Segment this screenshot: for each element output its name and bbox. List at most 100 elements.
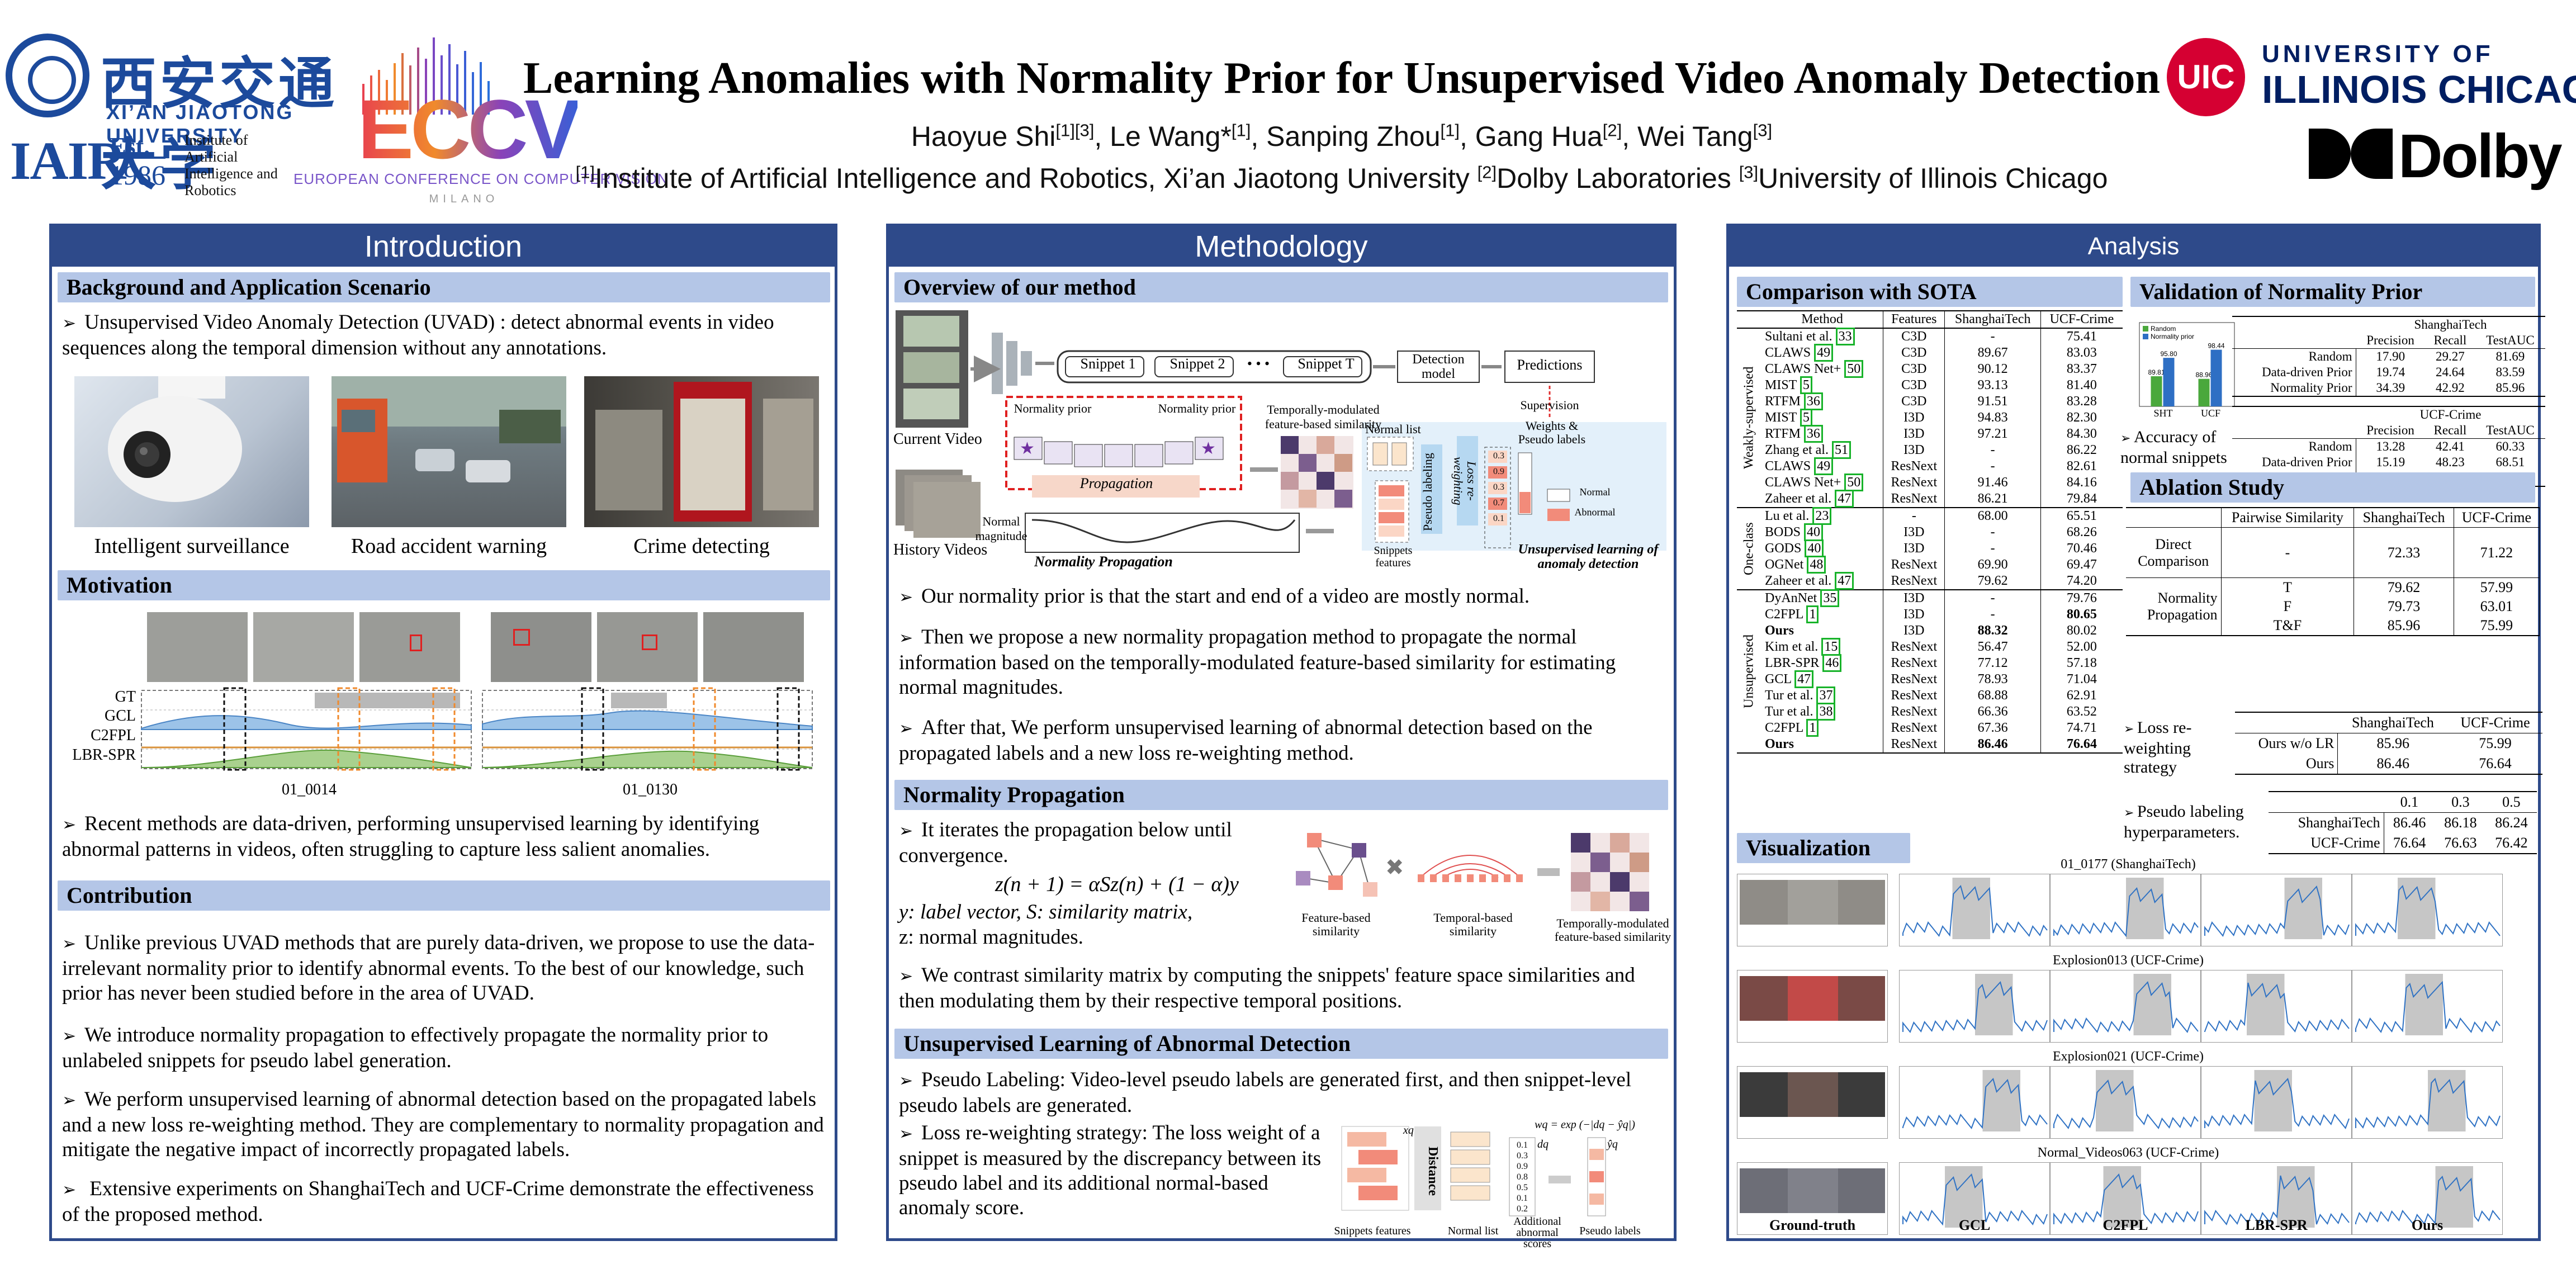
column-header: UCF-Crime xyxy=(2460,714,2530,731)
citation[interactable]: 49 xyxy=(1814,457,1834,475)
citation[interactable]: 37 xyxy=(1816,686,1836,704)
table-cell: 57.99 xyxy=(2454,577,2540,597)
method-cell: C2FPL 1 xyxy=(1761,719,1883,737)
table-cell: C3D xyxy=(1883,361,1945,377)
citation[interactable]: 5 xyxy=(1800,376,1812,394)
method-name: LBR-SPR xyxy=(1765,656,1820,670)
citation[interactable]: 51 xyxy=(1831,441,1851,459)
author-affiliation-marker: [3] xyxy=(1753,120,1773,140)
xq-label: xq xyxy=(1403,1124,1414,1137)
author-affiliation-marker: [1] xyxy=(1440,120,1460,140)
citation[interactable]: 48 xyxy=(1807,556,1826,574)
weight-equation: wq = exp (−|dq − ŷq|) xyxy=(1535,1119,1635,1131)
table-cell: 76.63 xyxy=(2444,835,2477,851)
group-label: Weakly-supervised xyxy=(1741,366,1756,470)
legend-label: Normality prior xyxy=(2151,333,2194,340)
citation[interactable]: 36 xyxy=(1803,392,1823,410)
road-accident-photo xyxy=(332,376,566,527)
citation[interactable]: 47 xyxy=(1835,490,1854,508)
legend-swatch xyxy=(2143,334,2148,339)
table-cell: 79.84 xyxy=(2040,491,2123,508)
method-cell: Ours xyxy=(1761,736,1883,753)
current-video-label: Current Video xyxy=(893,430,982,448)
pseudo-labeling-label: ➢Pseudo labeling hyperparameters. xyxy=(2124,802,2244,841)
ul-figure: wq = exp (−|dq − ŷq|) Distance xq dq ŷq … xyxy=(1325,1115,1677,1249)
citation[interactable]: 5 xyxy=(1800,409,1812,427)
citation[interactable]: 40 xyxy=(1805,539,1824,557)
dolby-logo: Dolby xyxy=(2309,122,2563,191)
ul-section-title: Unsupervised Learning of Abnormal Detect… xyxy=(894,1029,1668,1059)
row-label: ShanghaiTech xyxy=(2269,812,2384,833)
citation[interactable]: 50 xyxy=(1844,473,1864,491)
citation[interactable]: 46 xyxy=(1822,654,1842,672)
citation[interactable]: 23 xyxy=(1812,507,1832,525)
legend-label: Random xyxy=(2151,325,2176,333)
citation[interactable]: 47 xyxy=(1794,670,1814,688)
table-cell: 79.62 xyxy=(1944,573,2041,590)
motivation-timeline-plot xyxy=(141,687,813,771)
citation[interactable]: 40 xyxy=(1804,523,1824,541)
author-name: Gang Hua xyxy=(1475,121,1603,152)
visualization-section-title: Visualization xyxy=(1737,833,1910,863)
citation[interactable]: 49 xyxy=(1814,344,1834,362)
bar-value-label: 98.44 xyxy=(2208,342,2224,350)
motivation-figure: GT GCL C2FPL LBR-SPR 01_0014 01_0130 xyxy=(52,612,835,802)
table-cell: 65.51 xyxy=(2040,508,2123,524)
table-cell: 94.83 xyxy=(1944,410,2041,426)
row-label: Random xyxy=(2232,438,2356,454)
table-cell: - xyxy=(1944,458,2041,475)
method-name: CLAWS Net+ xyxy=(1765,475,1841,490)
method-name: Zaheer et al. xyxy=(1765,574,1832,588)
citation[interactable]: 50 xyxy=(1844,360,1864,378)
contribution-bullet: ➢ Extensive experiments on ShanghaiTech … xyxy=(62,1177,814,1226)
citation[interactable]: 36 xyxy=(1803,425,1823,443)
table-cell: 80.65 xyxy=(2040,607,2123,623)
method-cell: Sultani et al. 33 xyxy=(1761,328,1883,345)
citation[interactable]: 47 xyxy=(1835,572,1854,590)
table-title-row: UCF-Crime xyxy=(2232,406,2545,423)
citation[interactable]: 38 xyxy=(1816,703,1836,721)
method-name: DyAnNet xyxy=(1765,591,1817,605)
table-cell: 69.47 xyxy=(2040,557,2123,573)
introduction-heading: Introduction xyxy=(52,226,835,267)
table-title: ShanghaiTech xyxy=(2414,318,2487,332)
table-cell: 79.73 xyxy=(2354,597,2454,616)
table-cell: 62.91 xyxy=(2040,688,2123,704)
visualization-row-title: Explosion013 (UCF-Crime) xyxy=(2053,953,2204,968)
score-value: 0.1 xyxy=(1517,1140,1528,1150)
iair-logo: IAIR Est. 1986 Institute of Artificial I… xyxy=(10,130,301,198)
sota-section-title: Comparison with SOTA xyxy=(1737,277,2123,307)
weight-value: 0.3 xyxy=(1493,451,1504,461)
score-value: 0.8 xyxy=(1517,1172,1528,1182)
table-cell: 74.20 xyxy=(2040,573,2123,590)
table-cell: 76.64 xyxy=(2393,835,2426,851)
motivation-clip-label: 01_0130 xyxy=(623,781,678,798)
detection-model-label: Detection model xyxy=(1412,352,1465,381)
citation[interactable]: 33 xyxy=(1835,328,1855,345)
similarity-matrix-grid xyxy=(1281,436,1353,509)
citation[interactable]: 1 xyxy=(1806,605,1819,623)
snippet-t-label: Snippet T xyxy=(1298,356,1355,372)
citation[interactable]: 1 xyxy=(1806,719,1819,737)
tmfs-figure-label: Temporally-modulated feature-based simil… xyxy=(1554,916,1671,944)
citation[interactable]: 35 xyxy=(1820,589,1840,607)
citation[interactable]: 15 xyxy=(1821,638,1841,656)
method-name: CLAWS xyxy=(1765,459,1811,473)
background-text: ➢Unsupervised Video Anomaly Detection (U… xyxy=(62,311,774,359)
table-cell: T xyxy=(2221,577,2355,597)
method-name: Ours xyxy=(1765,737,1794,751)
table-cell: 83.28 xyxy=(2040,394,2123,410)
table-cell: 76.42 xyxy=(2495,835,2528,851)
table-cell: 52.00 xyxy=(2040,639,2123,655)
